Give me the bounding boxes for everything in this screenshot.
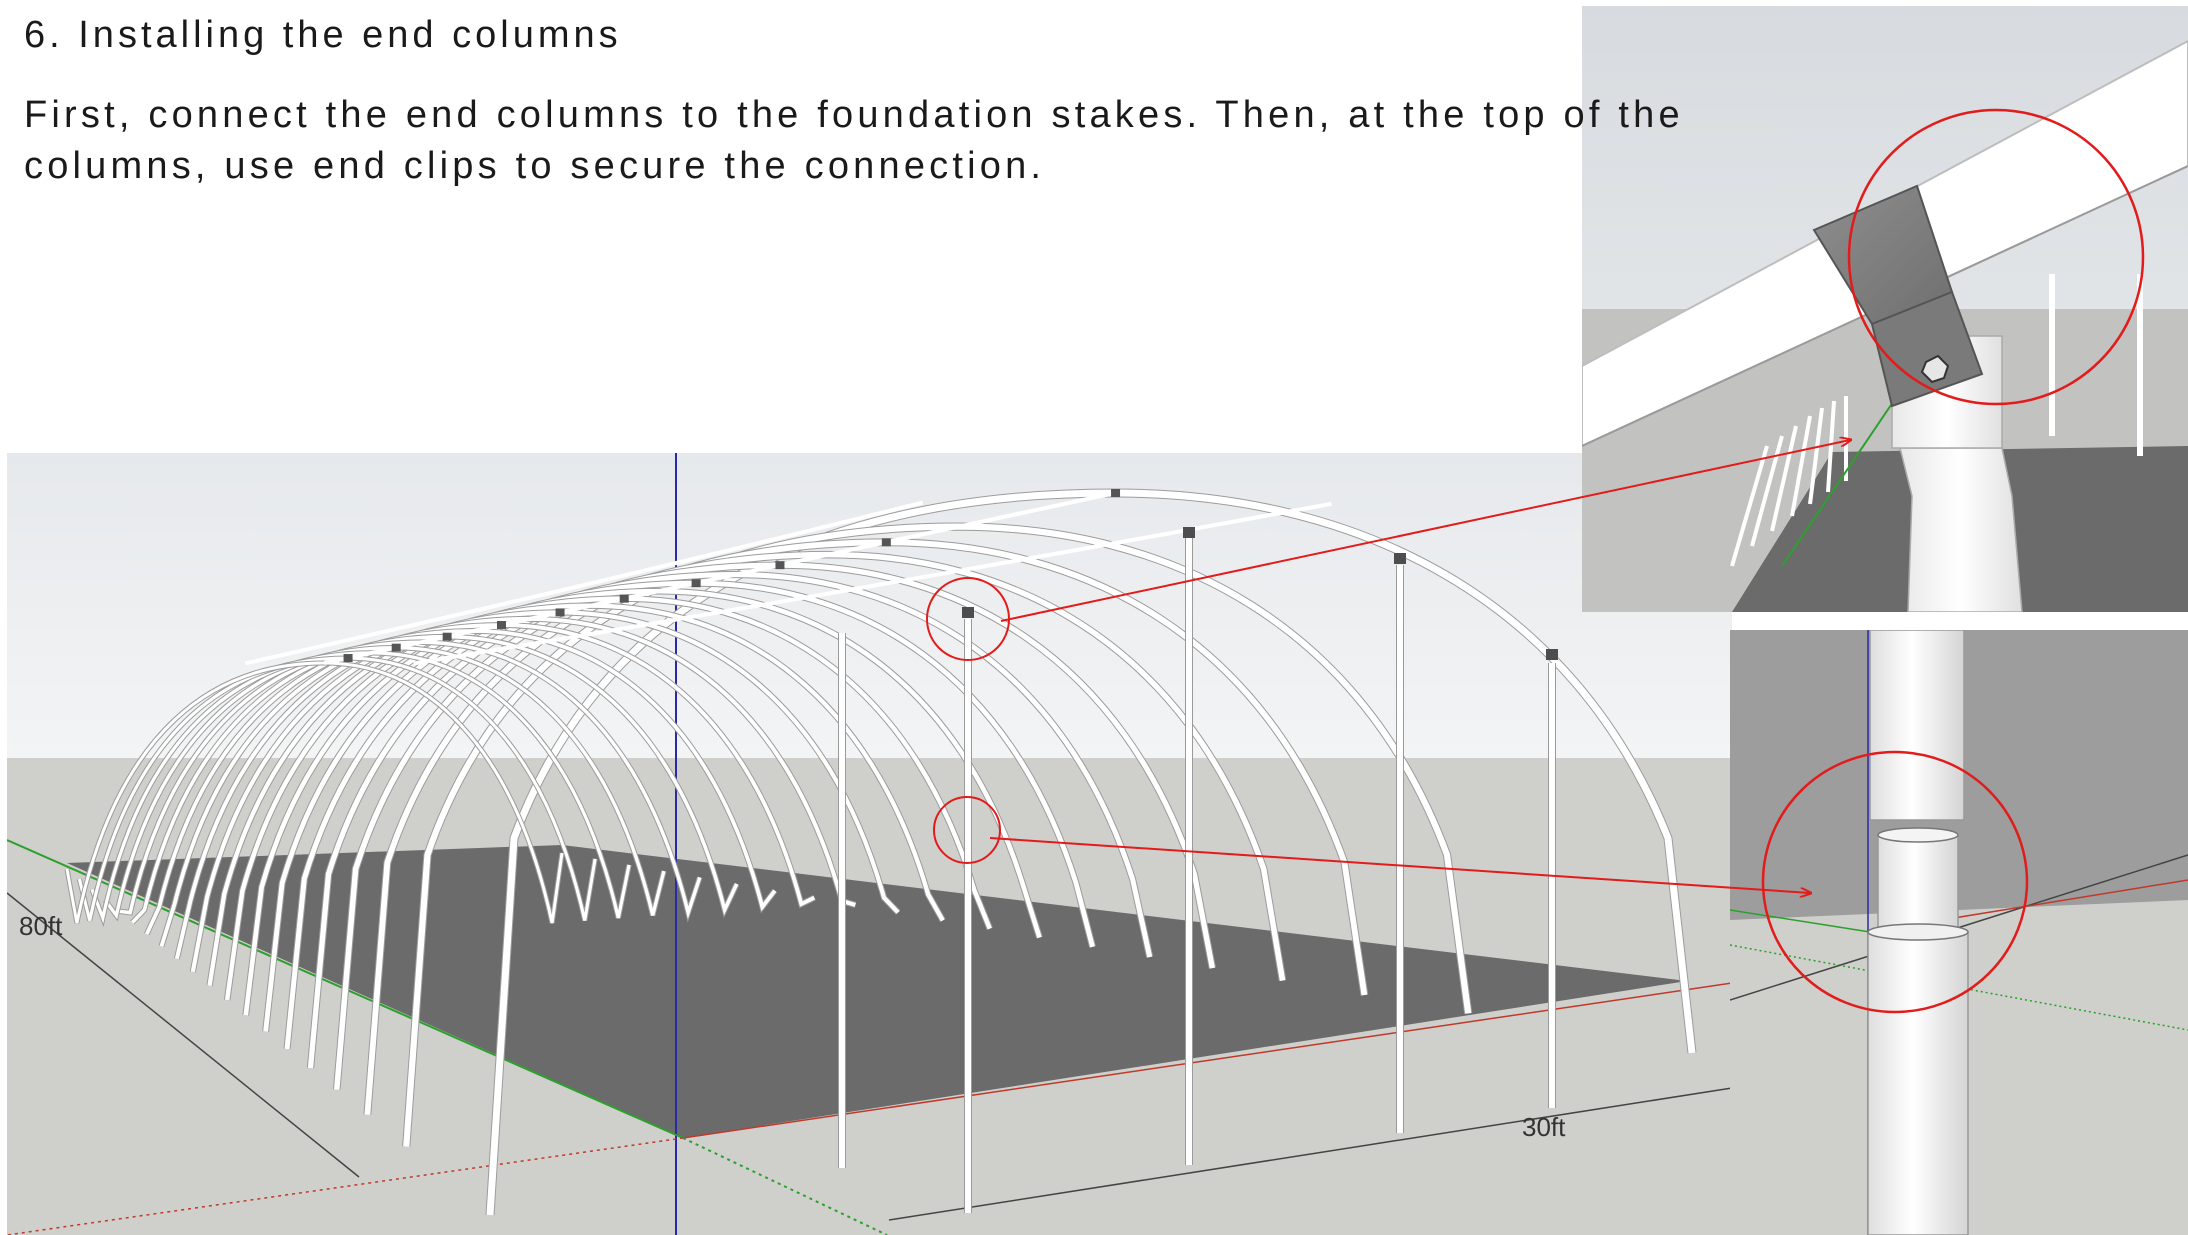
callout-circle-column-joint [933, 796, 1001, 864]
width-label: 30ft [1522, 1112, 1566, 1142]
end-clip-icon [1394, 553, 1406, 564]
width-dimension-line [888, 1087, 1732, 1221]
detail-foundation-stake [1867, 827, 1969, 1235]
end-clip-icon [496, 621, 506, 630]
end-clip-icon [391, 643, 401, 652]
purlin [413, 501, 1332, 666]
detail-upper-column [1869, 630, 1965, 821]
purlin [244, 500, 924, 666]
end-clip-icon [1183, 527, 1195, 538]
end-clip-icon [691, 579, 701, 588]
bolt-icon [1920, 354, 1950, 384]
red-axis [682, 982, 1732, 1139]
end-clip-icon [1546, 649, 1558, 660]
end-clip-icon [881, 538, 891, 547]
length-dimension-line [7, 892, 360, 1178]
greenhouse-floor [67, 845, 1687, 1138]
sky [7, 453, 1732, 758]
end-clip-icon [1111, 489, 1121, 497]
detail-end-column [1899, 447, 2023, 612]
end-clip-icon [619, 594, 629, 603]
end-clip-icon [775, 561, 785, 570]
red-axis-dotted [7, 1137, 684, 1235]
green-axis-dotted [682, 1137, 888, 1235]
step-instructions-line-1: First, connect the end columns to the fo… [24, 94, 1684, 136]
step-instructions-line-2: columns, use end clips to secure the con… [24, 145, 1046, 187]
length-label: 80ft [19, 911, 63, 941]
end-clip-icon [555, 608, 565, 617]
step-instructions: First, connect the end columns to the fo… [24, 90, 1764, 192]
end-clip-icon [442, 632, 452, 641]
callout-circle-clip-detail [1847, 108, 2145, 406]
greenhouse-frame-view: 80ft 30ft [7, 453, 1732, 1235]
column-joint-detail-view [1730, 630, 2188, 1235]
end-clip-icon [343, 654, 353, 663]
step-title: 6. Installing the end columns [24, 14, 622, 56]
end-clip-icon [962, 607, 974, 618]
